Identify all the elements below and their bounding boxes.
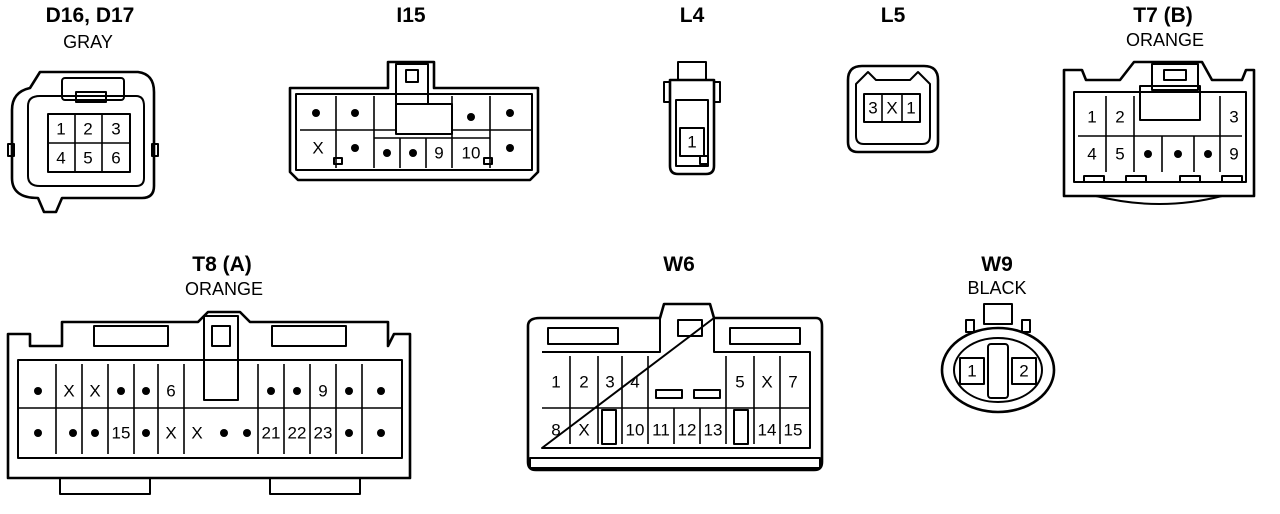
connector-i15: X 9 10 [288,60,540,182]
pin-label: 10 [626,421,645,440]
connector-title-w6: W6 [663,253,695,276]
pin-label: 2 [1019,362,1028,381]
pin-label: 9 [434,144,443,163]
pin-label: 5 [83,149,92,168]
pin-label: 3 [868,99,877,118]
pin-label: 15 [112,424,131,443]
pin-label: 2 [1115,108,1124,127]
connector-w6: 1 2 3 4 5 X 7 8 X 10 11 12 13 14 15 [526,302,824,472]
pin-label: X [89,382,100,401]
pin-label: 11 [652,421,670,440]
connector-title-t8a: T8 (A) [192,253,252,276]
connector-title-l5: L5 [880,4,906,27]
connector-title-l4: L4 [679,4,705,27]
connector-title-t7b: T7 (B) [1133,4,1193,27]
connector-l5: 3 X 1 [846,64,940,154]
connector-t7b: 1 2 3 4 5 9 [1062,60,1256,205]
pin-label: X [165,424,176,443]
connector-w9: 1 2 [940,303,1056,414]
connector-color-t7b: ORANGE [1125,30,1205,50]
pin-label: 1 [967,362,976,381]
pin-label: X [578,421,589,440]
connector-l4: 1 [663,61,721,176]
pin-label: 9 [318,382,327,401]
pin-label: 4 [630,373,639,392]
connector-title-d16-d17: D16, D17 [45,4,135,27]
pin-label: 6 [111,149,120,168]
pin-label: 1 [551,373,560,392]
connector-color-w9: BLACK [967,278,1027,298]
pin-label: 5 [1115,145,1124,164]
pin-label: 3 [111,120,120,139]
pin-label: 1 [906,99,915,118]
connector-t8a: X X 6 9 15 X X 21 22 23 [6,310,412,495]
connector-title-w9: W9 [981,253,1013,276]
pin-label: 9 [1229,145,1238,164]
pin-label: X [886,99,897,118]
pin-label: 10 [462,144,481,163]
pin-label: 1 [56,120,65,139]
pin-label: 2 [83,120,92,139]
pin-label: X [63,382,74,401]
pin-label: 15 [784,421,803,440]
pin-label: 8 [551,421,560,440]
pin-label: 2 [579,373,588,392]
pin-label: X [312,139,323,158]
pin-label: 13 [704,421,723,440]
pin-label: 7 [788,373,797,392]
pin-label: 1 [1087,108,1096,127]
connector-color-t8a: ORANGE [184,279,264,299]
connector-title-i15: I15 [396,4,426,27]
pin-label: 21 [262,424,281,443]
pin-label: 14 [758,421,777,440]
pin-label: 3 [1229,108,1238,127]
connector-d16-d17: 1 2 3 4 5 6 [7,70,159,214]
pin-label: 4 [1087,145,1096,164]
pin-label: 22 [288,424,307,443]
pin-label: 5 [735,373,744,392]
connector-color-d16-d17: GRAY [63,32,113,52]
pin-label: 4 [56,149,65,168]
pin-label: 6 [166,382,175,401]
pin-label: 12 [678,421,697,440]
pin-label: 23 [314,424,333,443]
pin-label: 3 [605,373,614,392]
pin-label: X [761,373,772,392]
pin-label: 1 [687,133,696,152]
pin-label: X [191,424,202,443]
